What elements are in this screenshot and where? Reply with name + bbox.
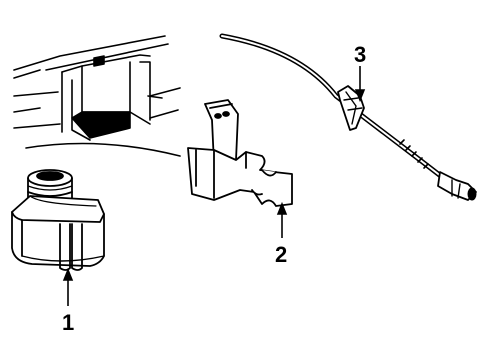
callout-number-2: 2 — [275, 242, 287, 267]
callout-number-1: 1 — [62, 310, 74, 335]
mounting-bracket-illustration — [187, 99, 293, 207]
body-panel-illustration — [13, 35, 181, 157]
leader-arrow-3 — [354, 89, 366, 103]
speed-sensor-illustration — [11, 169, 105, 271]
callout-number-3: 3 — [354, 42, 366, 67]
speedometer-cable-illustration — [219, 33, 477, 201]
callout-leaders — [62, 66, 366, 306]
leader-arrow-1 — [62, 267, 74, 281]
leader-arrow-2 — [276, 201, 288, 215]
